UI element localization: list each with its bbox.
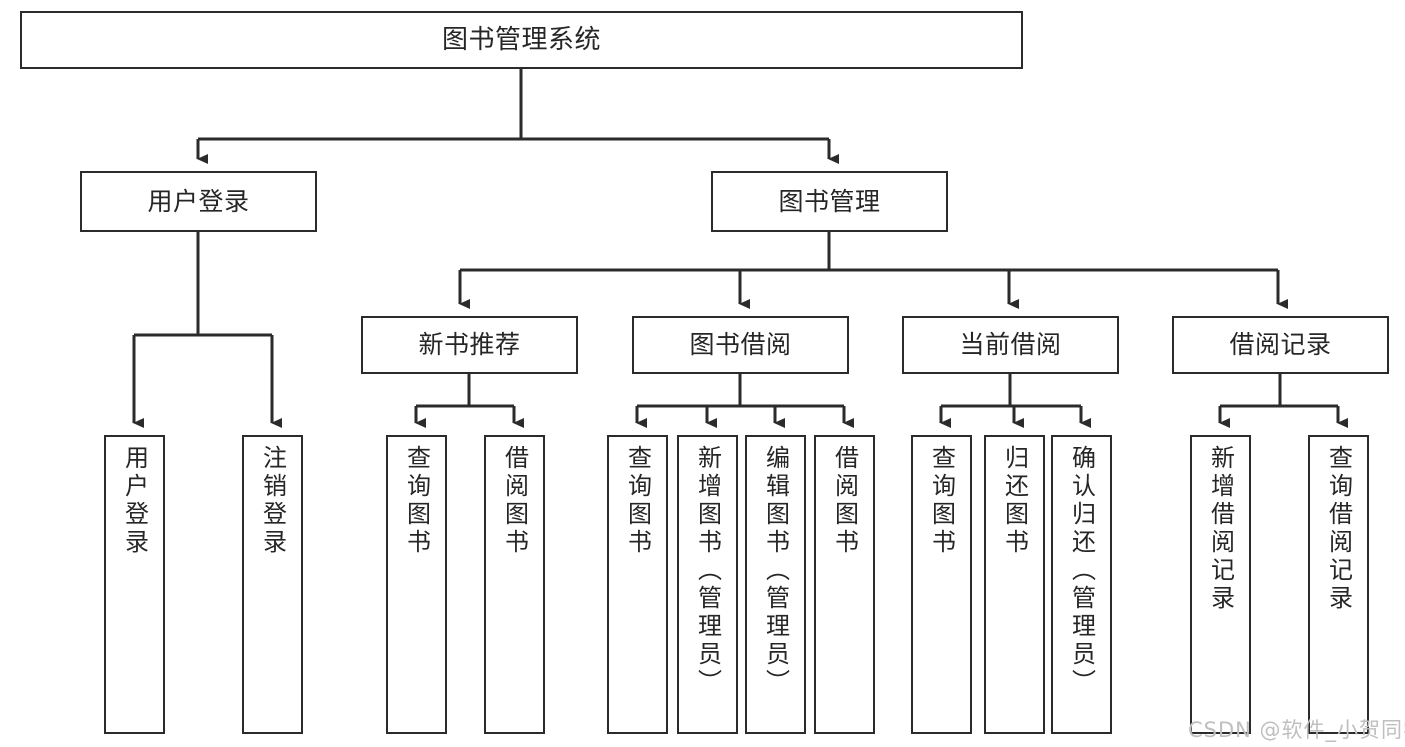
node-label: 图书管理系统: [441, 24, 601, 55]
node-leaf-user-login: 用户登录: [104, 435, 165, 734]
node-label: 编辑图书（管理员）: [761, 445, 790, 697]
node-label: 归还图书: [1000, 445, 1029, 557]
node-label: 新增图书（管理员）: [693, 445, 722, 697]
node-label: 注销登录: [258, 445, 287, 557]
node-label: 新增借阅记录: [1206, 445, 1235, 613]
node-label: 图书管理: [778, 186, 881, 216]
node-label: 查询借阅记录: [1324, 445, 1353, 613]
node-label: 新书推荐: [418, 330, 521, 360]
node-label: 确认归还（管理员）: [1067, 445, 1096, 697]
node-current-borrow: 当前借阅: [902, 316, 1119, 374]
node-leaf-edit-book: 编辑图书（管理员）: [745, 435, 806, 734]
node-root: 图书管理系统: [20, 11, 1023, 69]
node-leaf-confirm-return: 确认归还（管理员）: [1051, 435, 1112, 734]
node-leaf-borrow-book-2: 借阅图书: [814, 435, 875, 734]
node-label: 用户登录: [147, 186, 250, 216]
node-new-book-rec: 新书推荐: [361, 316, 578, 374]
csdn-watermark: CSDN @软件_小贺同学: [1188, 718, 1405, 742]
node-label: 借阅图书: [500, 445, 529, 557]
node-leaf-query-book-2: 查询图书: [607, 435, 668, 734]
node-label: 借阅图书: [830, 445, 859, 557]
node-borrow-record: 借阅记录: [1172, 316, 1389, 374]
node-leaf-add-record: 新增借阅记录: [1190, 435, 1251, 734]
node-leaf-query-book-3: 查询图书: [911, 435, 972, 734]
node-leaf-return-book: 归还图书: [984, 435, 1045, 734]
node-label: 用户登录: [120, 445, 149, 557]
node-leaf-add-book: 新增图书（管理员）: [677, 435, 738, 734]
node-label: 查询图书: [623, 445, 652, 557]
node-leaf-logout: 注销登录: [242, 435, 303, 734]
node-label: 查询图书: [927, 445, 956, 557]
node-label: 借阅记录: [1229, 330, 1332, 360]
node-leaf-borrow-book-1: 借阅图书: [484, 435, 545, 734]
node-leaf-query-book-1: 查询图书: [386, 435, 447, 734]
node-label: 查询图书: [402, 445, 431, 557]
node-book-manage: 图书管理: [711, 171, 948, 232]
node-user-login: 用户登录: [80, 171, 317, 232]
node-book-borrow: 图书借阅: [632, 316, 849, 374]
connector-paths: [132, 69, 1348, 428]
node-label: 当前借阅: [959, 330, 1062, 360]
node-leaf-query-record: 查询借阅记录: [1308, 435, 1369, 734]
node-label: 图书借阅: [689, 330, 792, 360]
